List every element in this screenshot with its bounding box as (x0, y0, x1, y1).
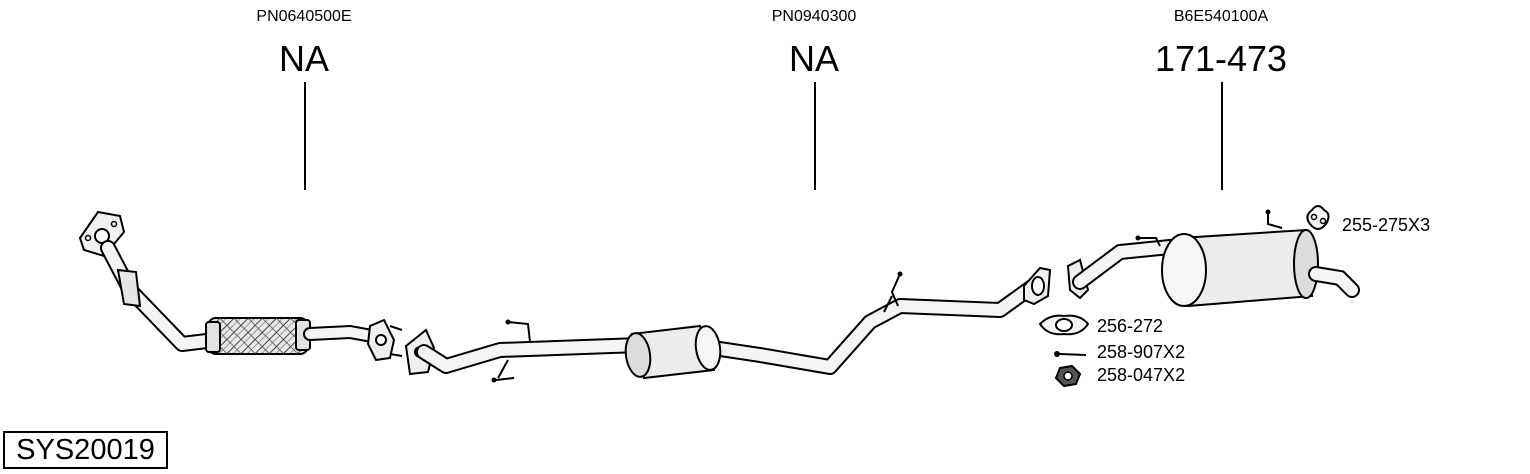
oe-number-middle-section: PN0940300 (771, 8, 857, 25)
accessory-label-gasket: 256-272 (1097, 316, 1164, 336)
rear-silencer-icon (1161, 228, 1319, 308)
accessory-label-bolt: 258-907X2 (1097, 342, 1186, 362)
system-code-box: SYS20019 (3, 431, 168, 469)
accessory-label-nut: 258-047X2 (1097, 365, 1186, 385)
accessory-label-hanger: 255-275X3 (1342, 215, 1431, 235)
leader-line-middle-section (814, 82, 816, 190)
middle-section (404, 266, 1052, 383)
part-number-middle-section: NA (788, 38, 840, 79)
oe-number-rear-box: B6E540100A (1173, 8, 1269, 25)
nut-icon (1054, 364, 1082, 388)
front-pipe (78, 210, 403, 362)
leader-line-rear-box (1221, 82, 1223, 190)
bolt-icon (1054, 351, 1087, 357)
middle-silencer-icon (624, 324, 722, 380)
rubber-hanger-icon (1306, 205, 1330, 230)
leader-line-front-pipe (304, 82, 306, 190)
rear-box (1066, 209, 1360, 308)
part-number-rear-box: 171-473 (1154, 38, 1288, 79)
oe-number-front-pipe: PN0640500E (256, 8, 352, 25)
gasket-icon (1038, 314, 1090, 336)
part-number-front-pipe: NA (278, 38, 330, 79)
